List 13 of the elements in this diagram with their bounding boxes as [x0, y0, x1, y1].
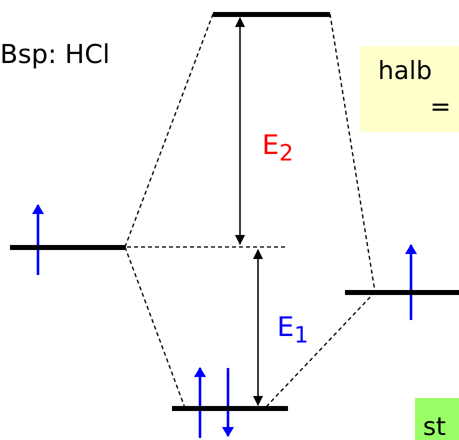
energy-level	[345, 290, 459, 295]
energy-level	[172, 406, 288, 411]
note-box	[360, 46, 459, 132]
connector-line	[124, 14, 214, 248]
note-text: =	[430, 92, 451, 121]
energy-level	[10, 245, 125, 250]
connector-line	[124, 246, 186, 408]
energy-label: E$_{1}$	[277, 312, 308, 348]
energy-label: E$_{2}$	[262, 130, 294, 166]
energy-level	[213, 12, 330, 17]
title-text: Bsp: HCl	[0, 40, 110, 70]
note-text: halb	[378, 56, 432, 85]
note-text: st	[423, 412, 446, 440]
